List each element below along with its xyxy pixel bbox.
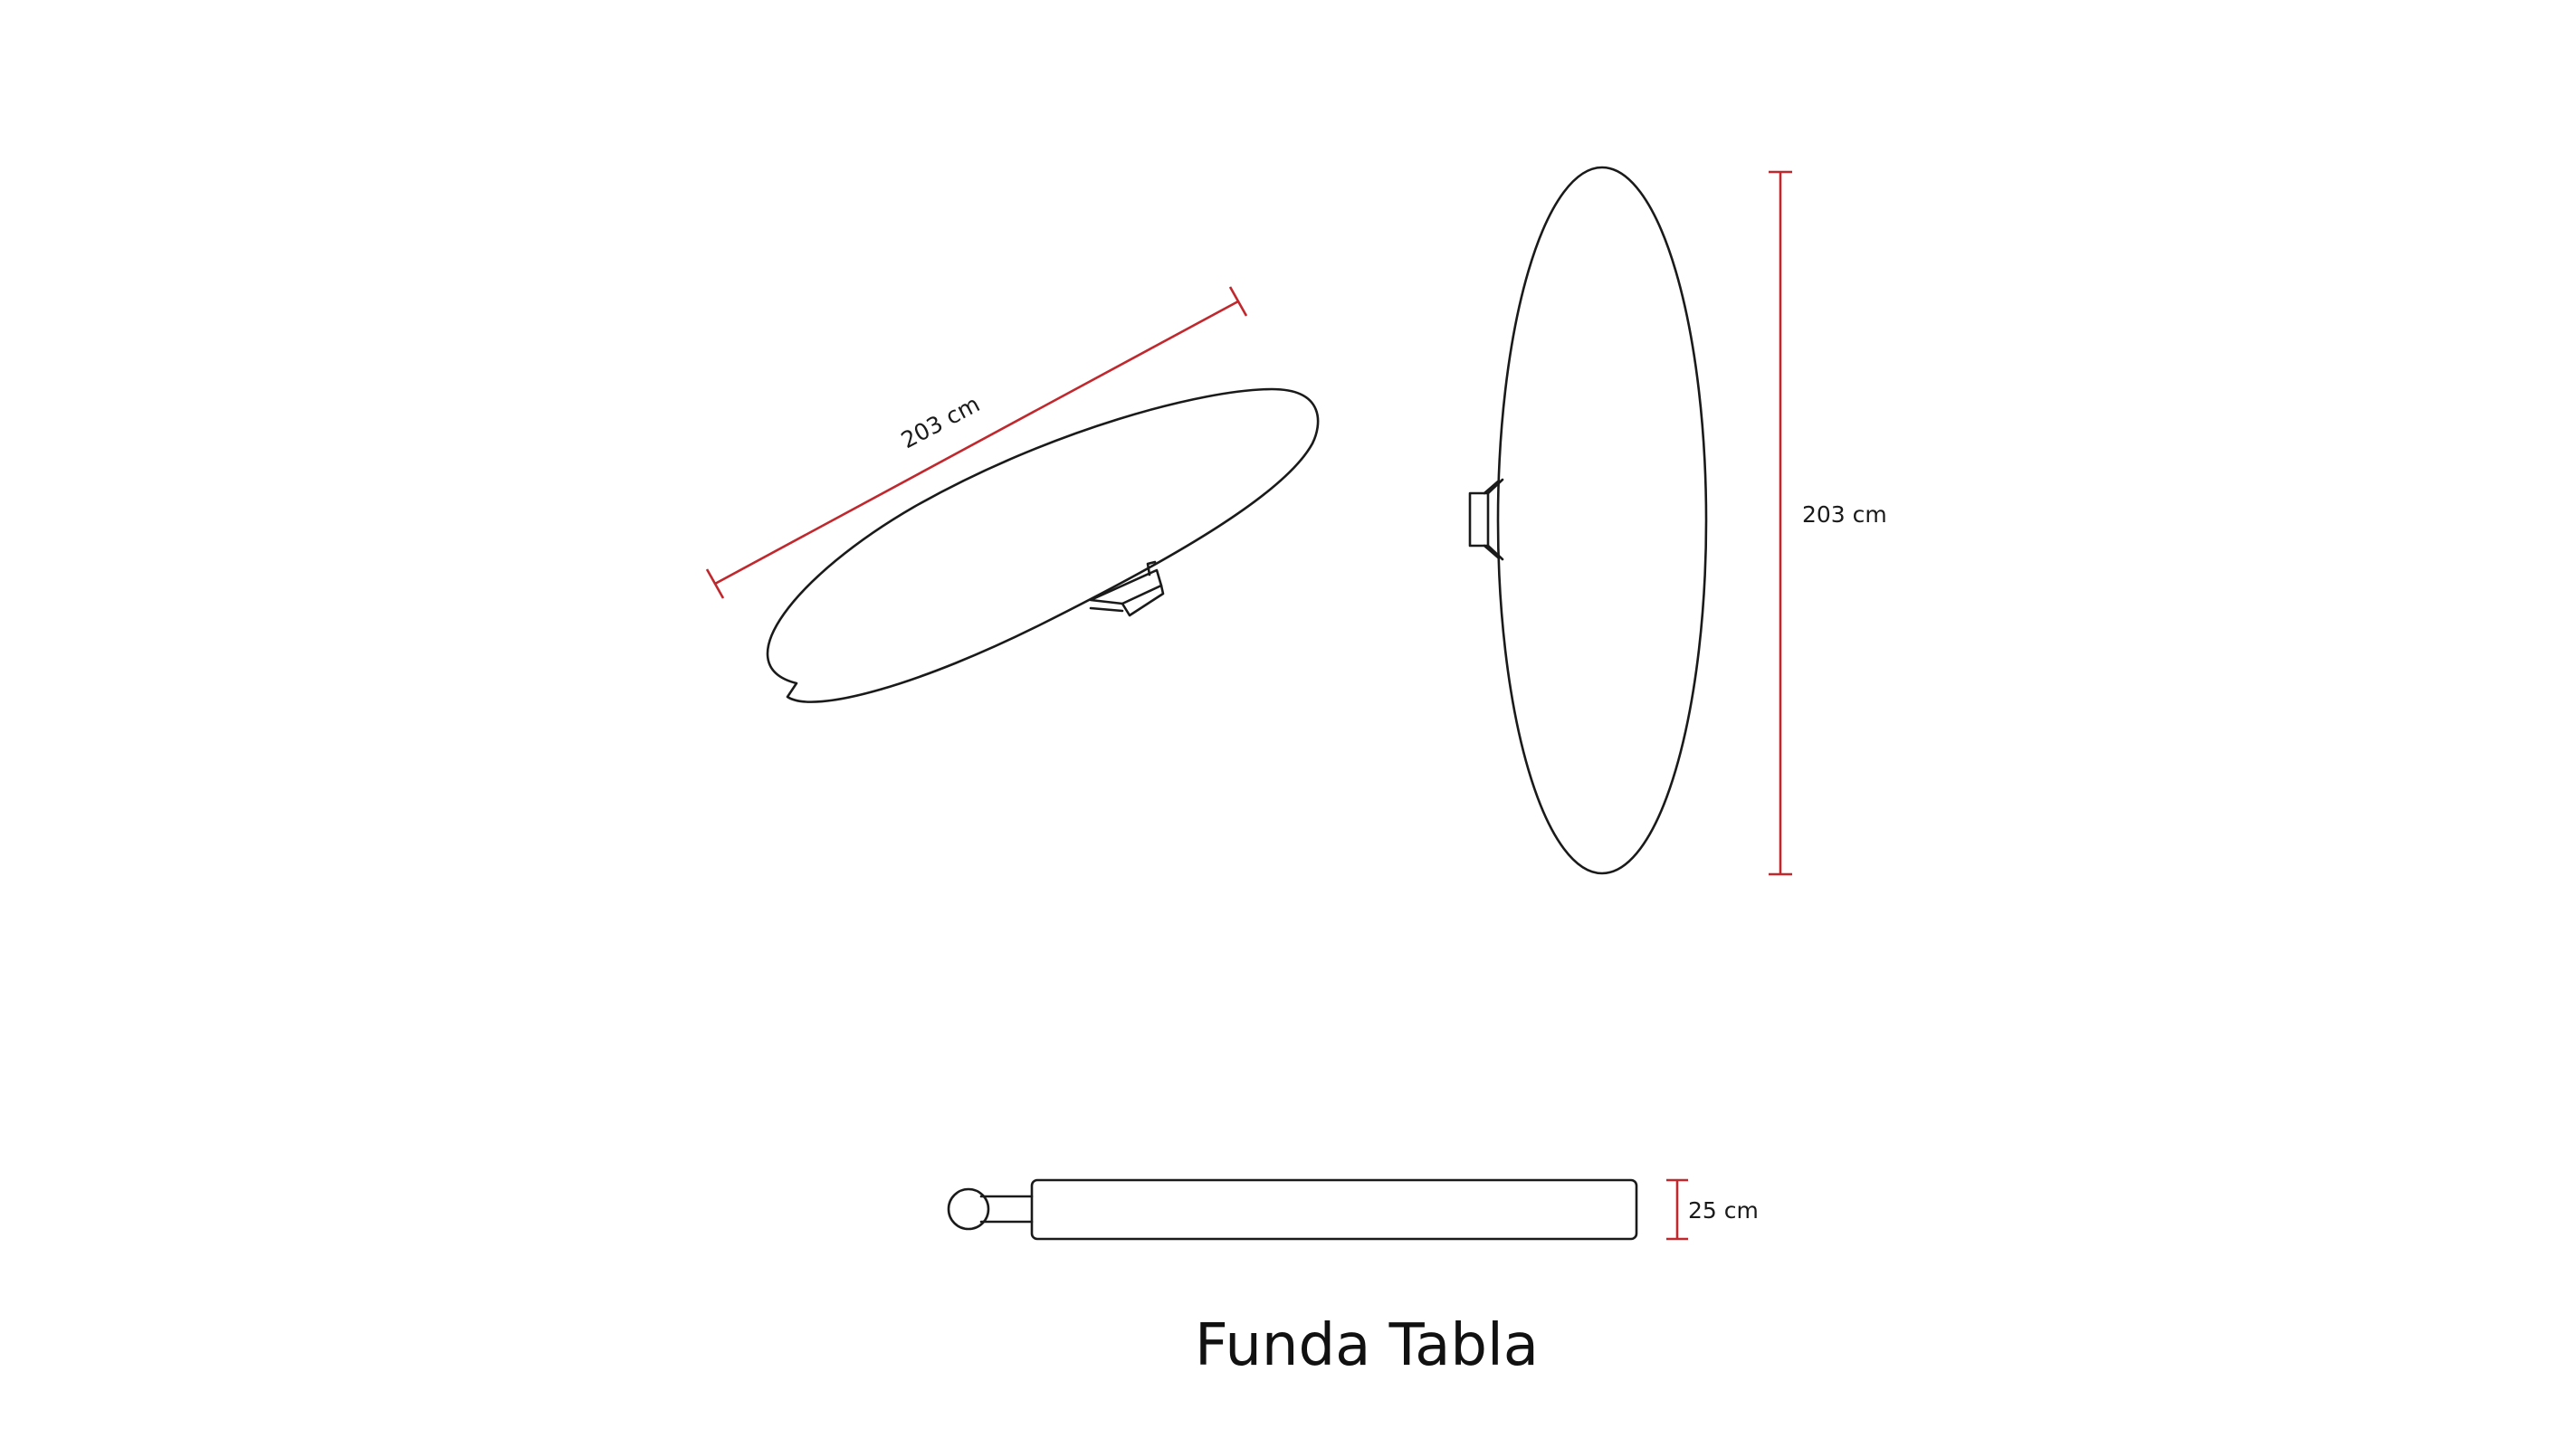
front-view: 203 cm bbox=[1468, 166, 1887, 876]
front-length-dimension bbox=[1769, 170, 1792, 876]
side-thickness-dimension bbox=[1666, 1178, 1688, 1241]
side-bag-outline bbox=[947, 1178, 1638, 1241]
front-length-label: 203 cm bbox=[1802, 501, 1887, 528]
side-thickness-label: 25 cm bbox=[1688, 1197, 1759, 1224]
front-bag-outline bbox=[1496, 166, 1708, 875]
angled-bag-handle bbox=[1089, 560, 1165, 617]
angled-view: 203 cm bbox=[705, 286, 1320, 703]
side-view: 25 cm bbox=[947, 1178, 1759, 1241]
angled-bag-outline bbox=[766, 387, 1320, 703]
diagram-title: Funda Tabla bbox=[1195, 1312, 1539, 1379]
angled-length-dimension bbox=[705, 286, 1248, 599]
front-bag-handle bbox=[1468, 478, 1504, 561]
angled-length-label: 203 cm bbox=[897, 391, 984, 454]
